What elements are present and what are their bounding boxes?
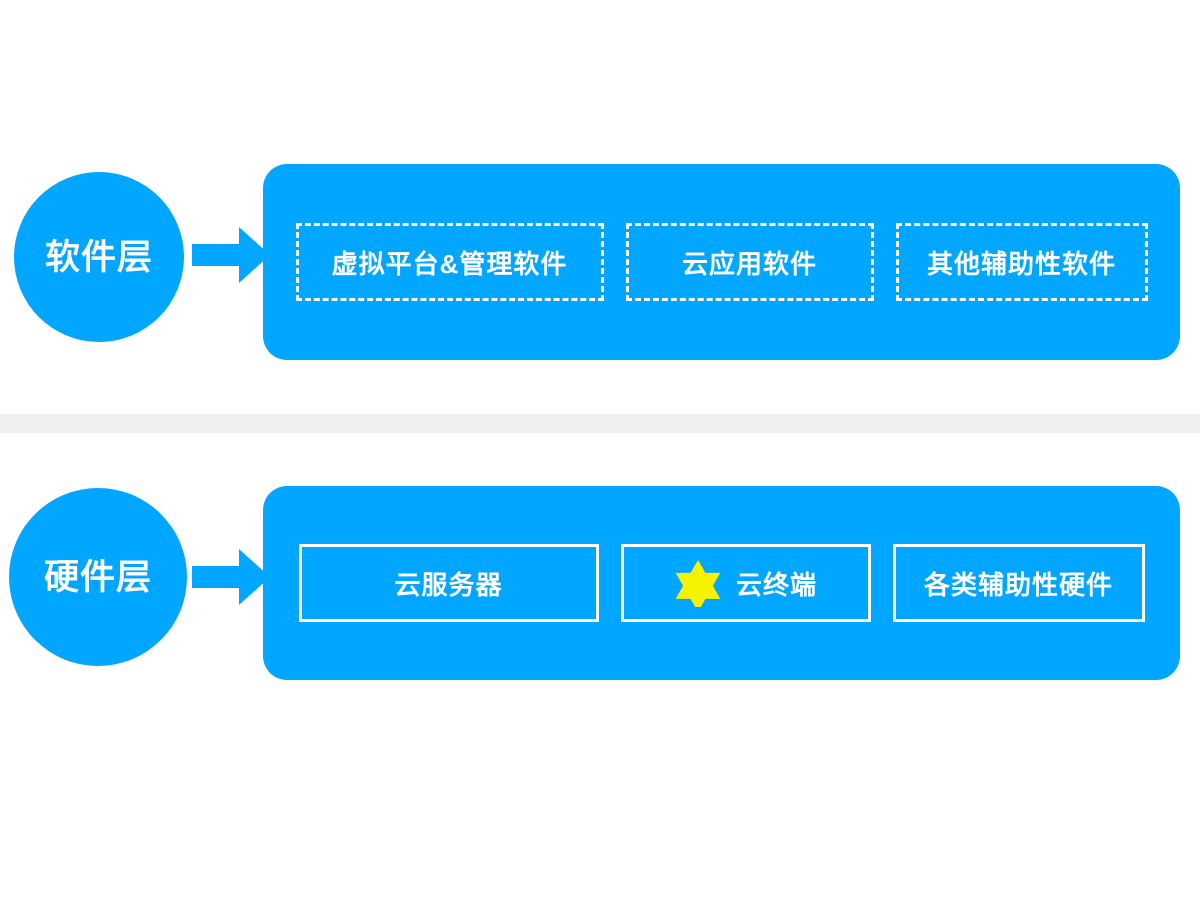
arrow-software xyxy=(192,227,270,283)
layer-badge-software[interactable]: 软件层 xyxy=(14,172,184,342)
panel-software: 虚拟平台&管理软件 云应用软件 其他辅助性软件 xyxy=(263,164,1180,360)
software-item-label-1: 云应用软件 xyxy=(681,248,817,279)
layer-badge-hardware[interactable]: 硬件层 xyxy=(9,488,187,666)
hardware-item-label-1: 云终端 xyxy=(735,569,817,600)
software-item-virtual-platform[interactable]: 虚拟平台&管理软件 xyxy=(295,223,604,301)
software-item-other-support[interactable]: 其他辅助性软件 xyxy=(895,223,1148,301)
hardware-item-cloud-terminal[interactable]: 云终端 xyxy=(620,544,871,622)
arrow-hardware xyxy=(192,549,270,605)
six-point-star-icon xyxy=(675,559,721,607)
section-divider xyxy=(0,414,1200,433)
panel-hardware: 云服务器 云终端 各类辅助性硬件 xyxy=(263,486,1180,680)
layer-badge-label-software: 软件层 xyxy=(44,237,153,277)
layer-badge-label-hardware: 硬件层 xyxy=(43,557,152,597)
layer-row-software: 软件层 虚拟平台&管理软件 云应用软件 其他辅助性软件 xyxy=(0,0,1200,414)
hardware-item-cloud-server[interactable]: 云服务器 xyxy=(298,544,599,622)
software-item-label-0: 虚拟平台&管理软件 xyxy=(331,248,568,279)
layer-row-hardware: 硬件层 云服务器 云终端 各类辅助性硬件 xyxy=(0,433,1200,733)
hardware-item-label-0: 云服务器 xyxy=(394,569,503,600)
software-item-label-2: 其他辅助性软件 xyxy=(926,248,1116,279)
panel-inner-hardware: 云服务器 云终端 各类辅助性硬件 xyxy=(263,544,1180,622)
hardware-item-other-hardware[interactable]: 各类辅助性硬件 xyxy=(892,544,1145,622)
hardware-item-label-2: 各类辅助性硬件 xyxy=(923,569,1113,600)
panel-inner-software: 虚拟平台&管理软件 云应用软件 其他辅助性软件 xyxy=(263,223,1180,301)
software-item-cloud-app[interactable]: 云应用软件 xyxy=(625,223,874,301)
